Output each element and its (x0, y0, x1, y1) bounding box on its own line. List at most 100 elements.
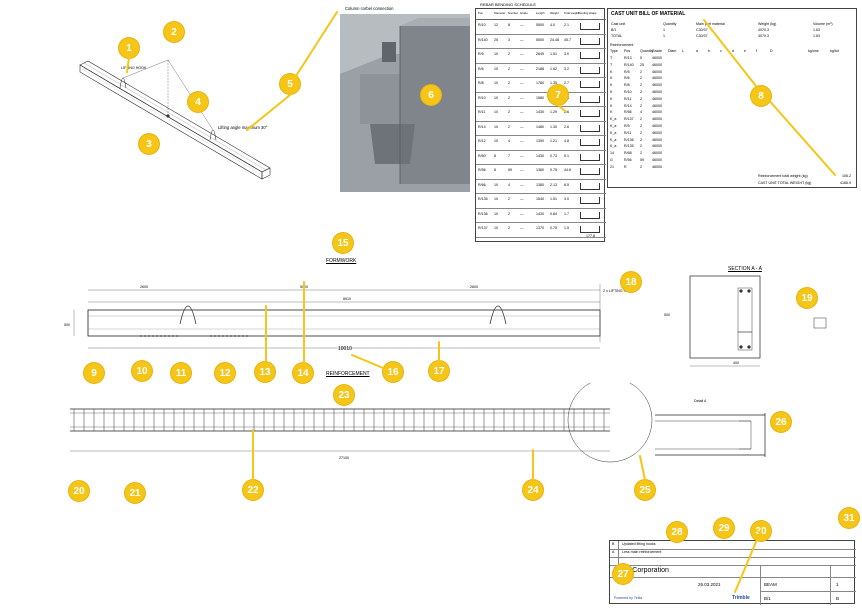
bending-cell: 2 (508, 81, 510, 85)
bom-reinf-cell: K_a (610, 137, 617, 142)
bending-cell: 10 (494, 226, 498, 230)
bom-reinf-cell: 46000 (652, 69, 662, 74)
callout-13: 13 (255, 362, 275, 382)
bending-shape-icon (580, 124, 600, 132)
bom-cu-header: Volume (m³) (813, 22, 833, 26)
formwork-overall-dim: 10010 (338, 346, 352, 352)
reinforcement-elevation (70, 383, 653, 463)
bending-cell: 3.0 (564, 197, 569, 201)
bending-cell: 2 (508, 95, 510, 100)
callout-2: 2 (164, 22, 184, 42)
bending-cell: 59 (508, 168, 512, 172)
bending-cell: 4 (508, 139, 510, 143)
bom-cu-cell: TOTAL (611, 34, 623, 38)
bom-cu-header: Main part material (696, 22, 725, 26)
bending-cell: R/11 (478, 110, 486, 114)
bom-reinf-cell: 46000 (652, 90, 662, 94)
bending-cell: 3 (508, 37, 510, 42)
bending-row-divider (476, 236, 606, 238)
bending-row-divider (476, 106, 606, 107)
formwork-dim-inner: 8910 (343, 297, 351, 301)
bending-grade-cell: — (520, 197, 524, 201)
bending-shape-icon (580, 168, 600, 175)
drawing-title: BEAM (764, 582, 777, 587)
bending-cell: 8 (494, 168, 496, 172)
lifting-hook-label: LIFTING HOOK (121, 66, 147, 70)
callout-25: 25 (635, 480, 655, 500)
bom-reinf-cell: R/14 (624, 103, 632, 108)
bom-reinf-header: Grade (652, 49, 662, 53)
callout-29: 29 (714, 518, 734, 538)
bending-cell: 3.0 (564, 52, 569, 56)
callout-10: 10 (132, 361, 152, 381)
callout-4: 4 (188, 92, 208, 112)
bom-reinf-cell: 46000 (652, 76, 662, 81)
rev-b-desc: Updated lifting hooks (622, 542, 656, 546)
bending-grade-cell: — (520, 81, 524, 85)
bending-cell: 1540 (536, 197, 544, 201)
bom-reinf-cell: 2 (640, 69, 642, 74)
bom-cu-cell: 1.63 (813, 34, 820, 38)
cast-unit-total: 4166.9 (840, 181, 851, 185)
bending-row-divider (476, 149, 606, 151)
bending-cell: 5500 (536, 23, 544, 27)
bending-cell: 1430 (536, 211, 544, 216)
reinforcement-section-label: Reinforcement (610, 43, 634, 47)
bom-reinf-cell: 21 (610, 164, 614, 169)
bom-reinf-cell: R/6 (624, 76, 630, 81)
bom-cu-cell: C30/37 (696, 34, 708, 38)
bending-cell: 25 (494, 37, 498, 42)
bending-cell: 7 (508, 153, 510, 158)
bom-reinf-cell: 46000 (652, 144, 662, 149)
bending-row-divider (476, 207, 606, 209)
drawing-mark: B/1 (764, 596, 771, 601)
formwork-label: FORMWORK (326, 258, 357, 264)
bending-cell: R/14 (478, 124, 486, 129)
callout-28: 28 (667, 522, 687, 542)
callout-17: 17 (429, 361, 449, 381)
bom-cu-header: Cast unit (611, 22, 626, 26)
formwork-height-dim: 500 (64, 323, 70, 327)
bending-grade-cell: — (520, 124, 524, 129)
bom-reinf-cell: K (610, 76, 613, 81)
bom-reinf-cell: R/5 (624, 69, 630, 74)
bending-cell: R/137 (478, 226, 488, 230)
trimble-logo: Trimble (732, 595, 750, 601)
iso-beam-view (79, 59, 271, 180)
rev-b-mark: B (612, 542, 615, 546)
bending-cell: 44.6 (564, 168, 571, 172)
bending-shape-icon (580, 52, 600, 59)
bending-shape-icon (580, 110, 600, 117)
bom-reinf-cell: R/13 (624, 56, 632, 60)
bending-schedule-title: REBAR BENDING SCHEDULE (480, 2, 537, 7)
detail-a (655, 413, 766, 457)
bom-reinf-cell: 2 (640, 124, 642, 128)
section-height-dim: 500 (664, 313, 670, 317)
bending-shape-icon (580, 66, 600, 74)
drawing-rev: B (836, 596, 840, 601)
bending-shape-icon (580, 139, 600, 146)
bending-cell: 1.7 (564, 211, 569, 216)
bending-shape-icon (580, 153, 600, 161)
bending-header-cell: Total weight (564, 11, 579, 15)
bom-reinf-cell: 46000 (652, 62, 662, 67)
callout-18: 18 (621, 272, 641, 292)
bom-reinf-cell: 2 (640, 83, 642, 88)
reinforcement-label: REINFORCEMENT (326, 371, 370, 377)
bending-cell: 1.62 (550, 66, 557, 71)
callout-12: 12 (215, 363, 235, 383)
connection-3d-view (340, 14, 470, 192)
bom-reinf-cell: R/56 (624, 158, 632, 162)
callout-14: 14 (293, 363, 313, 383)
bom-reinf-cell: K (610, 96, 613, 101)
bom-reinf-header: D (770, 49, 773, 53)
bom-reinf-cell: 2 (640, 103, 642, 108)
bending-cell: 1380 (536, 182, 544, 187)
callout-22: 22 (243, 480, 263, 500)
bending-row-divider (476, 62, 606, 64)
bom-reinf-cell: R/135 (624, 144, 634, 149)
bom-reinf-cell: 59 (640, 158, 644, 162)
bom-reinf-cell: K (610, 69, 613, 74)
bom-reinf-cell: 2 (640, 151, 642, 156)
